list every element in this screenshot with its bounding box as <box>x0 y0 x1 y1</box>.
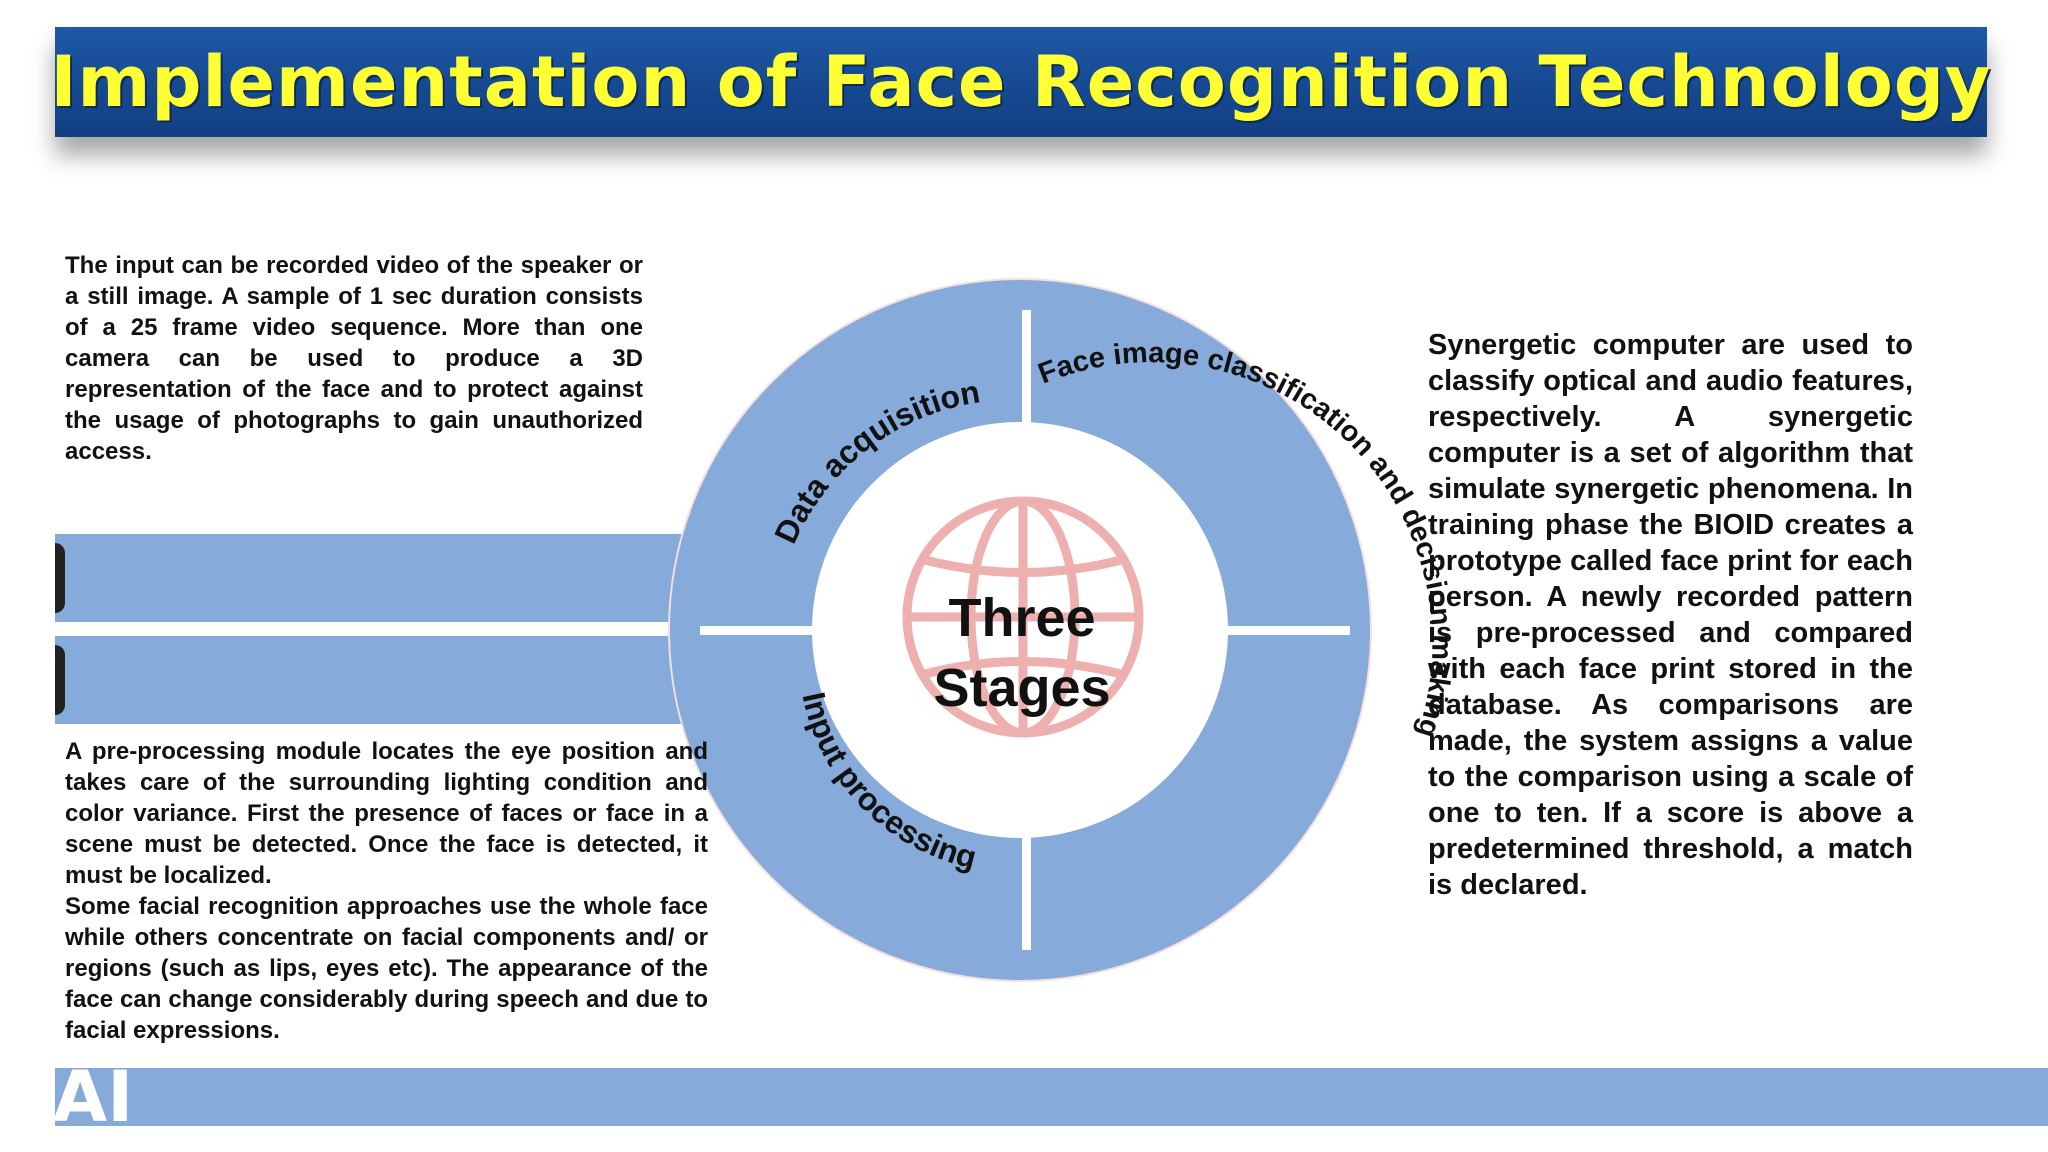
preprocessing-description: A pre-processing module locates the eye … <box>65 736 708 1046</box>
page-title: Implementation of Face Recognition Techn… <box>50 41 1992 123</box>
center-label-line1: Three <box>948 588 1095 648</box>
band-end-cap <box>55 645 65 715</box>
title-banner: Implementation of Face Recognition Techn… <box>50 27 1991 137</box>
preprocessing-paragraph-1: A pre-processing module locates the eye … <box>65 738 708 889</box>
center-label-line2: Stages <box>933 658 1110 718</box>
band-end-cap <box>55 543 65 613</box>
data-acquisition-description: The input can be recorded video of the s… <box>65 252 643 465</box>
footer-logo: AI <box>53 1062 134 1132</box>
classification-description: Synergetic computer are used to classify… <box>1428 329 1913 901</box>
globe-icon <box>902 496 1144 738</box>
footer-bar <box>55 1068 2048 1126</box>
preprocessing-paragraph-2: Some facial recognition approaches use t… <box>65 893 708 1044</box>
